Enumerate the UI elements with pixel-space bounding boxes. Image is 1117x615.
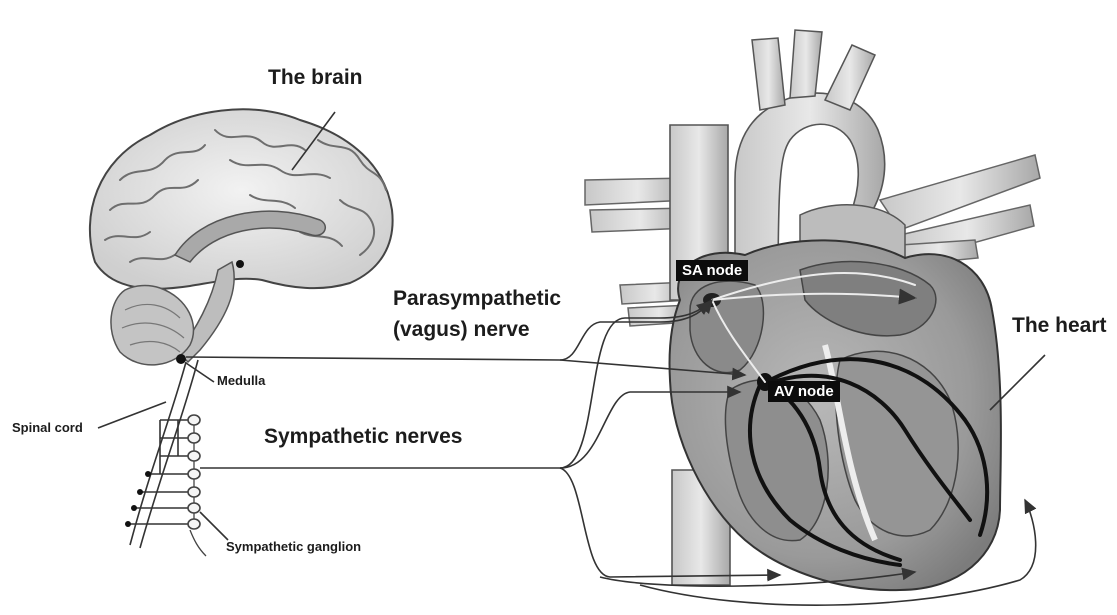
medulla-label: Medulla [217,373,265,388]
sympathetic-ganglion-label: Sympathetic ganglion [226,539,361,554]
parasympathetic-label-line2: (vagus) nerve [393,318,530,342]
av-node-tag: AV node [768,381,840,402]
heart-label: The heart [1012,314,1107,338]
sympathetic-nerves-label: Sympathetic nerves [264,425,462,449]
sa-node-tag: SA node [676,260,748,281]
parasympathetic-label-line1: Parasympathetic [393,287,561,311]
spinal-cord-label: Spinal cord [12,420,83,435]
medulla-point [176,354,186,364]
brain-center-point [236,260,244,268]
brain-label: The brain [268,66,363,90]
medulla-pointer-line [186,363,214,382]
sympathetic-chain [125,415,206,556]
spinal-cord-pointer-line [98,402,166,428]
brain [90,109,393,365]
ganglion-pointer-line [200,512,228,540]
heart [585,30,1040,590]
